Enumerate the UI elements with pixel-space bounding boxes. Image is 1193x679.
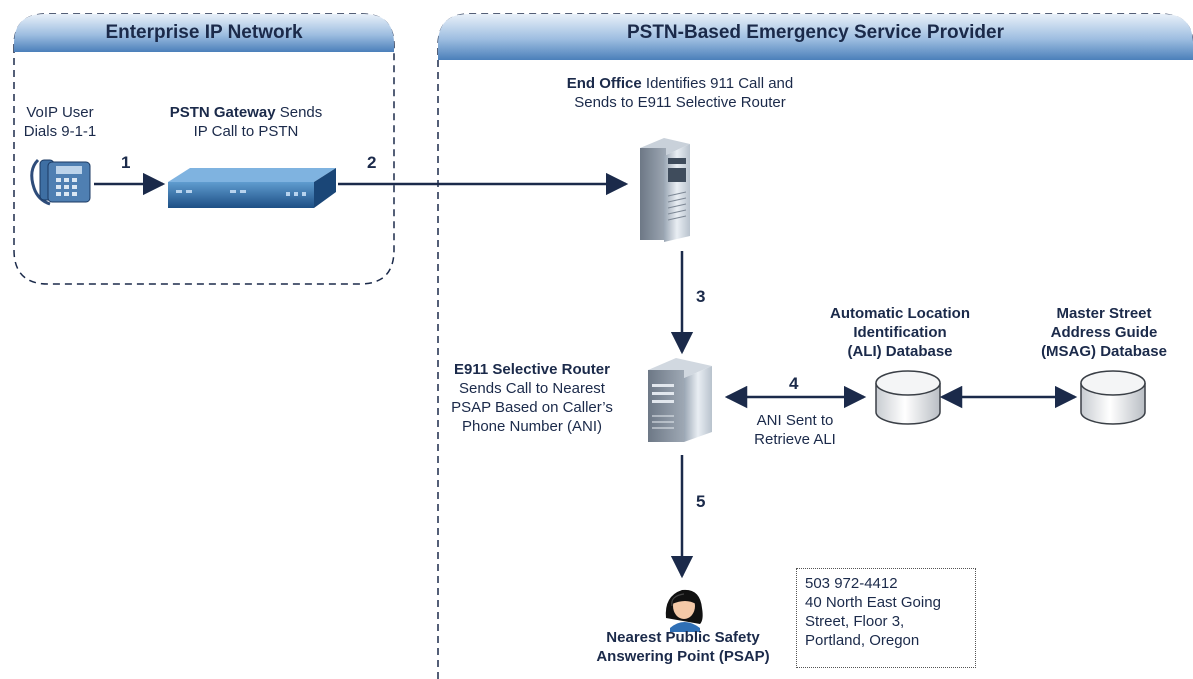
- end-office-label: End Office Identifies 911 Call and Sends…: [566, 75, 794, 111]
- enterprise-region: [13, 13, 395, 285]
- gateway-icon: [168, 168, 336, 208]
- ali-database-label: Automatic Location Identification (ALI) …: [829, 305, 970, 360]
- provider-region-title: PSTN-Based Emergency Service Provider: [626, 22, 1004, 43]
- caller-address-box: 503 972-4412 40 North East Going Street,…: [796, 568, 976, 668]
- ali-database-icon: [875, 370, 941, 425]
- msag-database-label: Master Street Address Guide (MSAG) Datab…: [1041, 305, 1167, 360]
- step-2-label: 2: [367, 153, 377, 172]
- step-4-label: 4: [789, 374, 799, 393]
- address-line: 40 North East Going: [805, 594, 941, 611]
- ani-note-label: ANI Sent to Retrieve ALI: [754, 412, 836, 448]
- address-line: 503 972-4412: [805, 575, 898, 592]
- provider-region: [437, 13, 1193, 679]
- address-line: Portland, Oregon: [805, 632, 920, 649]
- psap-label: Nearest Public Safety Answering Point (P…: [596, 629, 770, 665]
- step-5-label: 5: [696, 492, 706, 511]
- step-1-label: 1: [121, 153, 131, 172]
- psap-operator-icon: [665, 589, 703, 632]
- end-office-server-icon: [640, 138, 690, 242]
- step-3-label: 3: [696, 287, 706, 306]
- gateway-label: PSTN Gateway Sends IP Call to PSTN: [169, 104, 323, 140]
- selective-router-server-icon: [648, 358, 712, 442]
- phone-icon: [30, 158, 91, 206]
- enterprise-banner: [14, 14, 394, 52]
- enterprise-region-title: Enterprise IP Network: [105, 22, 303, 43]
- selective-router-label: E911 Selective Router Sends Call to Near…: [451, 361, 613, 435]
- voip-user-label: VoIP User Dials 9-1-1: [23, 104, 97, 140]
- address-line: Street, Floor 3,: [805, 613, 905, 630]
- connection-arrows: [94, 172, 1078, 579]
- provider-banner: [438, 14, 1193, 60]
- msag-database-icon: [1080, 370, 1146, 425]
